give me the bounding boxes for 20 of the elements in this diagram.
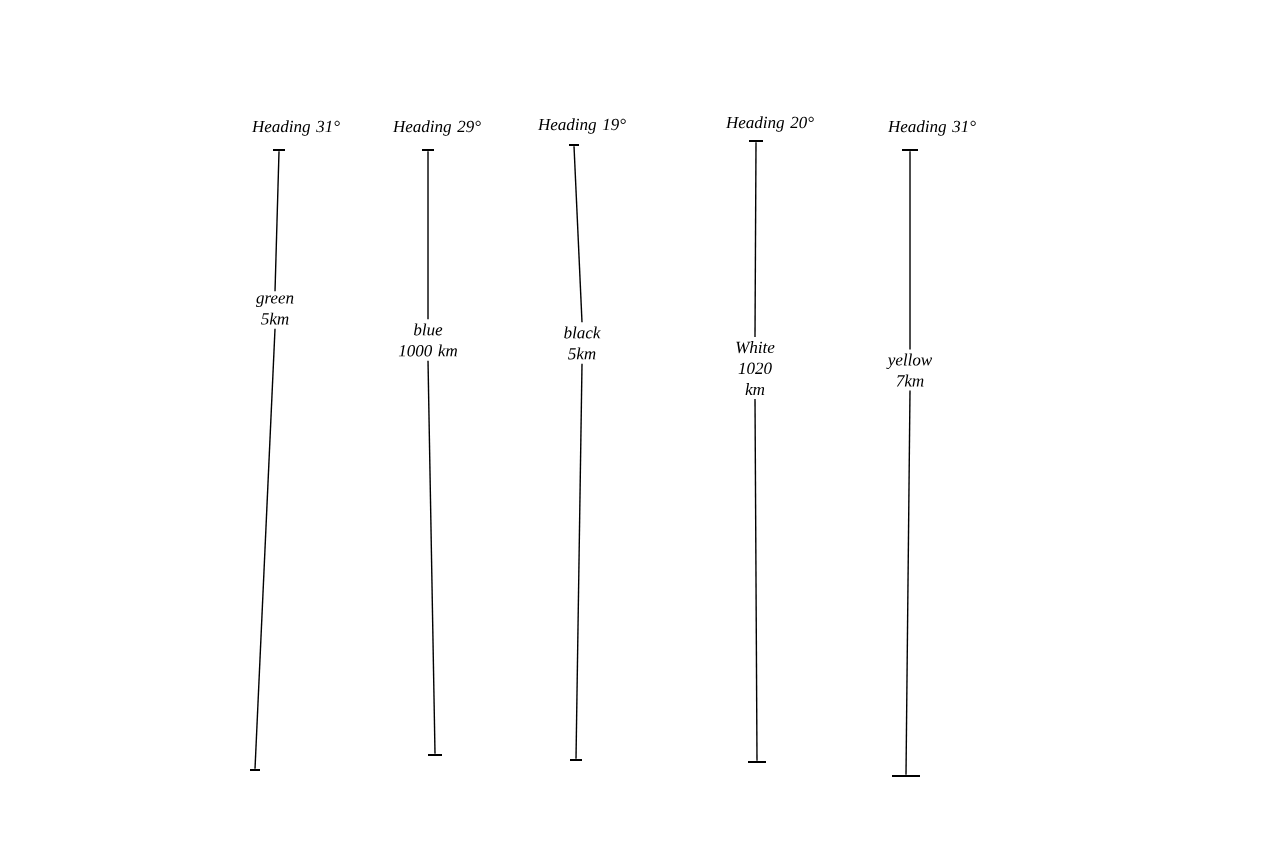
line-label: blue 1000 km (398, 323, 458, 357)
heading-label: Heading 19° (537, 118, 626, 134)
line-label: White 1020 km (736, 341, 775, 395)
line (254, 328, 276, 770)
line (754, 141, 757, 338)
line-label: green 5km (256, 295, 294, 325)
line-label: yellow 7km (886, 353, 933, 387)
heading-label: Heading 31° (887, 120, 976, 136)
line (754, 398, 758, 762)
line (573, 145, 583, 323)
line (427, 360, 436, 755)
heading-label: Heading 31° (251, 120, 340, 136)
line (909, 150, 911, 351)
heading-label: Heading 20° (725, 116, 814, 132)
heading-label: Heading 29° (392, 120, 481, 136)
line (575, 363, 583, 760)
line (427, 150, 429, 320)
line (274, 150, 280, 292)
line (905, 389, 911, 776)
line-label: black 5km (564, 326, 601, 360)
